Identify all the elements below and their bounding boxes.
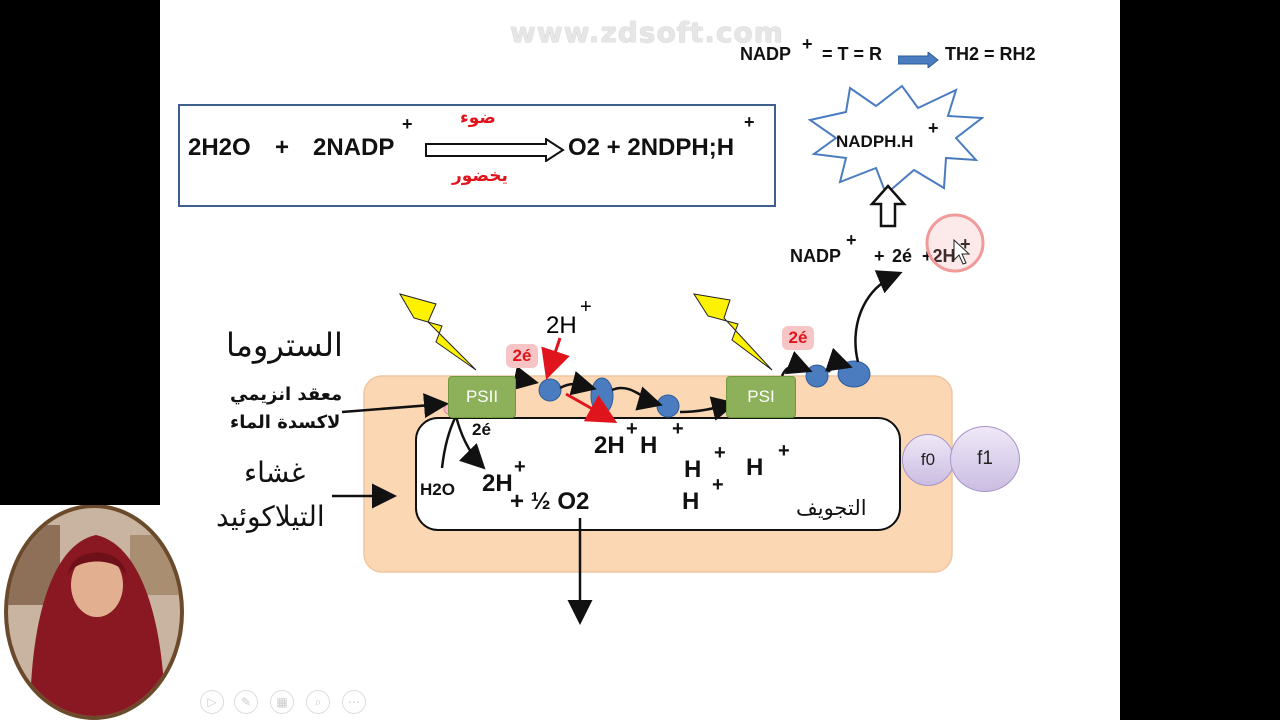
- lumen-h-a-sup: +: [714, 442, 726, 464]
- eq-products-sup: +: [744, 112, 755, 132]
- zoom-icon[interactable]: ⌕: [306, 690, 330, 714]
- cursor-highlight: [925, 213, 985, 273]
- proton-top: 2H: [546, 312, 577, 339]
- eq-reactant1: 2H2O: [188, 134, 251, 161]
- proton-top-sup: +: [580, 296, 592, 318]
- nadp-protons-sup: +: [960, 234, 971, 255]
- stroma-label: الستروما: [226, 326, 343, 364]
- note-arrow-icon: [898, 52, 939, 68]
- f0-circle: f0: [902, 434, 954, 486]
- psi-box: PSI: [726, 376, 796, 418]
- presenter-image: [4, 505, 184, 720]
- lumen-h-b-sup: +: [778, 440, 790, 462]
- electron-label-psii-below: 2é: [472, 420, 491, 439]
- nadph-sup: +: [928, 118, 939, 138]
- pump-2h: 2H: [594, 432, 625, 459]
- nadp-label: NADP: [790, 246, 842, 266]
- electron-label-psii-top: 2é: [506, 344, 538, 368]
- membrane-label-1: غشاء: [244, 456, 306, 489]
- nadp-note-right: TH2 = RH2: [945, 44, 1036, 64]
- lumen-h-c-sup: +: [712, 474, 724, 496]
- psii-box: PSII: [448, 376, 516, 418]
- nadp-electrons: 2é: [892, 246, 913, 266]
- lumen-h-a: H: [684, 456, 702, 483]
- eq-condition-light: ضوء: [460, 108, 496, 128]
- pump-h: H: [640, 432, 658, 459]
- nadp-sup: +: [846, 230, 857, 250]
- watermark: www.zdsoft.com: [510, 16, 784, 49]
- lumen-h-b: H: [746, 454, 764, 481]
- pump-h-sup: +: [672, 418, 684, 440]
- nadp-plus: +: [874, 246, 885, 266]
- eq-products: O2 + 2NDPH;H: [568, 134, 735, 161]
- thylakoid-diagram: [332, 270, 953, 625]
- water-complex-label-1: معقد انزيمي: [230, 384, 343, 405]
- lumen-h-c: H: [682, 488, 700, 515]
- eq-reactant2-sup: +: [402, 114, 413, 134]
- pen-icon[interactable]: ✎: [234, 690, 258, 714]
- nadp-note-eq: = T = R: [822, 44, 883, 64]
- lumen-2h: 2H: [482, 470, 513, 497]
- slides-icon[interactable]: ▦: [270, 690, 294, 714]
- eq-arrow-icon: [425, 138, 565, 162]
- more-icon[interactable]: ⋯: [342, 690, 366, 714]
- lumen-2h-sup: +: [514, 456, 526, 478]
- half-o2: + ½ O2: [510, 488, 590, 515]
- eq-reactant2: 2NADP: [313, 134, 395, 161]
- starburst-shape: [807, 84, 984, 196]
- membrane-label-2: التيلاكوئيد: [216, 500, 325, 533]
- nadp-note-left: NADP: [740, 44, 792, 64]
- eq-plus: +: [275, 134, 290, 161]
- nadp-protons: +2H: [922, 246, 956, 267]
- electron-label-psi: 2é: [782, 326, 814, 350]
- play-icon[interactable]: ▷: [200, 690, 224, 714]
- up-arrow-icon: [869, 184, 907, 228]
- presenter-video: [0, 505, 190, 720]
- f1-circle: f1: [950, 426, 1020, 492]
- lumen-label: التجويف: [796, 496, 867, 520]
- slide: www.zdsoft.com NADP + = T = R TH2 = RH2 …: [160, 0, 1120, 720]
- nadp-note-left-sup: +: [802, 34, 813, 54]
- pump-2h-sup: +: [626, 418, 638, 440]
- h2o-label: H2O: [420, 480, 455, 499]
- water-complex-label-2: لاكسدة الماء: [230, 412, 341, 433]
- nadph-label: NADPH.H: [836, 132, 914, 151]
- eq-condition-chlorophyll: يخضور: [452, 166, 508, 186]
